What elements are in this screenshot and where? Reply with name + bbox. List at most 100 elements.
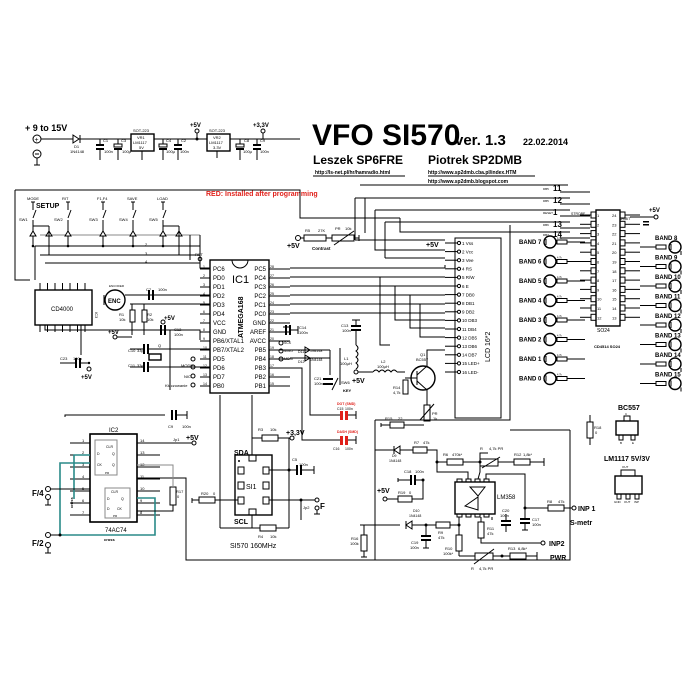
encoder-area: ENC ENCODER C7 100n R1 10k R2 10k +5V +5… (103, 284, 210, 388)
f-output-pad[interactable] (314, 497, 320, 503)
svg-text:VR2: VR2 (213, 135, 222, 140)
svg-text:100k*: 100k* (443, 551, 454, 556)
svg-text:LM1117: LM1117 (209, 140, 224, 145)
band-output: BAND 9 (640, 256, 682, 275)
svg-text:C10: C10 (128, 348, 136, 353)
author2-url2[interactable]: http://www.sp2dmb.blogspot.com (428, 179, 509, 185)
band-output: BAND 11 (640, 295, 682, 314)
svg-text:STROBE: STROBE (571, 212, 586, 216)
svg-text:Contrast: Contrast (312, 246, 331, 251)
svg-text:7: 7 (597, 269, 600, 274)
ic1-pin-right: PB2 (255, 375, 267, 381)
ic2-74ac74: C9 100n IC2 CLR D Q CK Q PR CLR D Q D CK… (32, 410, 375, 561)
svg-text:4,7k PR: 4,7k PR (479, 566, 493, 571)
svg-text:1,8k*: 1,8k* (523, 452, 533, 457)
inp2-terminal[interactable] (540, 540, 546, 546)
svg-text:100µ: 100µ (243, 149, 253, 154)
svg-text:13: 13 (553, 220, 562, 229)
svg-text:C7: C7 (146, 287, 152, 292)
svg-text:22: 22 (612, 232, 617, 237)
encoder-label: ENC (108, 299, 121, 305)
svg-text:Jp2: Jp2 (303, 505, 310, 510)
svg-text:C2: C2 (181, 138, 187, 143)
svg-text:ENCODER: ENCODER (109, 284, 125, 288)
svg-text:15: 15 (612, 297, 617, 302)
svg-text:13: 13 (140, 450, 145, 455)
svg-text:INHIBIT: INHIBIT (618, 217, 631, 221)
svg-text:C12: C12 (174, 327, 182, 332)
svg-text:100n: 100n (73, 356, 82, 361)
svg-text:18: 18 (270, 355, 274, 359)
svg-text:19: 19 (270, 346, 274, 350)
svg-text:MODE: MODE (27, 196, 39, 201)
svg-text:E: E (632, 441, 634, 445)
rst-pad[interactable] (197, 256, 203, 262)
svg-text:100n: 100n (342, 328, 351, 333)
ic1-pin-left: PB7/XTAL2 (213, 348, 245, 354)
svg-text:C9: C9 (168, 424, 174, 429)
inductor-l1 (355, 344, 359, 370)
svg-text:BAND 3: BAND 3 (519, 318, 542, 324)
inp1-terminal[interactable] (571, 505, 577, 511)
contrast-pot[interactable] (331, 234, 355, 242)
lcd-pin: 5 R/W (462, 275, 475, 280)
cross-label-v: cross (69, 497, 74, 508)
setup-label: SETUP (36, 203, 60, 210)
svg-text:6: 6 (203, 310, 205, 314)
power-supply: + 9 to 15V + D1 1N4148 C1 100n C3 100µ S… (25, 123, 300, 166)
ic1-pin-left: PC6 (213, 267, 225, 273)
lcd-pin: 11 DB4 (462, 327, 477, 332)
f2-terminal[interactable] (45, 532, 51, 538)
svg-text:1N4148: 1N4148 (310, 358, 322, 362)
svg-text:15: 15 (270, 382, 274, 386)
svg-text:BAND 1: BAND 1 (519, 357, 542, 363)
svg-text:100n: 100n (532, 522, 541, 527)
lcd-pin: 16 LED- (462, 370, 479, 375)
svg-text:16: 16 (270, 373, 274, 377)
author2-url1[interactable]: http://www.sp2dmb.cba.pl/index.HTM (428, 170, 516, 176)
nic-pad[interactable] (190, 373, 196, 379)
key-pad[interactable] (190, 382, 196, 388)
svg-text:5V: 5V (139, 145, 144, 150)
svg-text:+5V: +5V (81, 375, 92, 381)
lcd-pin: 4 RS (462, 267, 472, 272)
svg-text:14: 14 (140, 438, 145, 443)
svg-text:4,7k PR: 4,7k PR (489, 446, 503, 451)
mode-pad[interactable] (190, 356, 196, 362)
svg-text:L2: L2 (381, 359, 386, 364)
svg-text:IC2: IC2 (109, 428, 119, 434)
svg-text:10k: 10k (270, 534, 276, 539)
diode-d10 (405, 520, 413, 530)
cross-wire-2 (60, 497, 156, 536)
svg-text:F1,F4: F1,F4 (97, 196, 108, 201)
cross-label-h: cross (104, 537, 115, 542)
svg-text:21: 21 (270, 328, 274, 332)
pot-pr-1k[interactable] (423, 404, 431, 422)
regulator-vr2: SOT-223 VR2 LM1117 3.3V (206, 128, 231, 158)
svg-text:100n: 100n (299, 330, 308, 335)
svg-text:21: 21 (612, 241, 617, 246)
svg-text:BAND 5: BAND 5 (519, 279, 542, 285)
svg-text:9: 9 (597, 287, 600, 292)
ic1-pin-left: PD2 (213, 294, 225, 300)
svg-text:27K: 27K (318, 228, 325, 233)
svg-text:6,8k*: 6,8k* (518, 546, 528, 551)
svg-text:22: 22 (270, 319, 274, 323)
svg-text:7: 7 (82, 510, 85, 515)
encoder[interactable] (104, 289, 126, 311)
svg-text:10: 10 (140, 486, 145, 491)
svg-text:100n: 100n (260, 149, 269, 154)
svg-text:25: 25 (270, 292, 274, 296)
svg-text:27: 27 (270, 274, 274, 278)
author1-url[interactable]: http://ls-net.pl/hr/hamradio.html (315, 170, 391, 176)
f4-terminal[interactable] (45, 486, 51, 492)
diode-d1 (72, 134, 80, 144)
svg-text:R: R (471, 566, 474, 571)
svg-text:11: 11 (140, 474, 145, 479)
